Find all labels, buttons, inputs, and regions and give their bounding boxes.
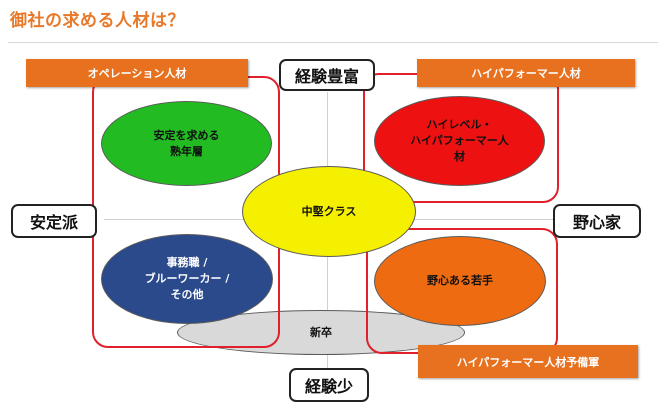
- segment-mid-class: 中堅クラス: [242, 166, 416, 257]
- title-divider: [8, 42, 658, 43]
- axis-label-top: 経験豊富: [279, 59, 375, 91]
- segment-ambitious-young-label: 野心ある若手: [427, 274, 493, 288]
- high-performer-reserve-banner: ハイパフォーマー人材予備軍: [418, 345, 638, 378]
- segment-high-level: ハイレベル・ ハイパフォーマー人 材: [374, 96, 545, 186]
- segment-office-worker-label: 事務職 / ブルーワーカー / その他: [144, 256, 230, 301]
- segment-ambitious-young: 野心ある若手: [374, 236, 546, 326]
- segment-office-worker: 事務職 / ブルーワーカー / その他: [101, 234, 273, 324]
- segment-new-grad-label: 新卒: [310, 325, 332, 339]
- axis-label-bottom: 経験少: [289, 368, 369, 402]
- segment-high-level-label: ハイレベル・ ハイパフォーマー人 材: [410, 118, 509, 163]
- segment-stable-veteran-label: 安定を求める 熟年層: [153, 128, 220, 158]
- segment-mid-class-label: 中堅クラス: [301, 204, 357, 218]
- axis-label-right: 野心家: [553, 204, 641, 238]
- page-title: 御社の求める人材は？: [10, 11, 185, 31]
- high-performer-banner: ハイパフォーマー人材: [417, 59, 635, 87]
- operation-banner: オペレーション人材: [26, 59, 248, 87]
- axis-label-left: 安定派: [11, 204, 97, 238]
- segment-stable-veteran: 安定を求める 熟年層: [101, 101, 272, 186]
